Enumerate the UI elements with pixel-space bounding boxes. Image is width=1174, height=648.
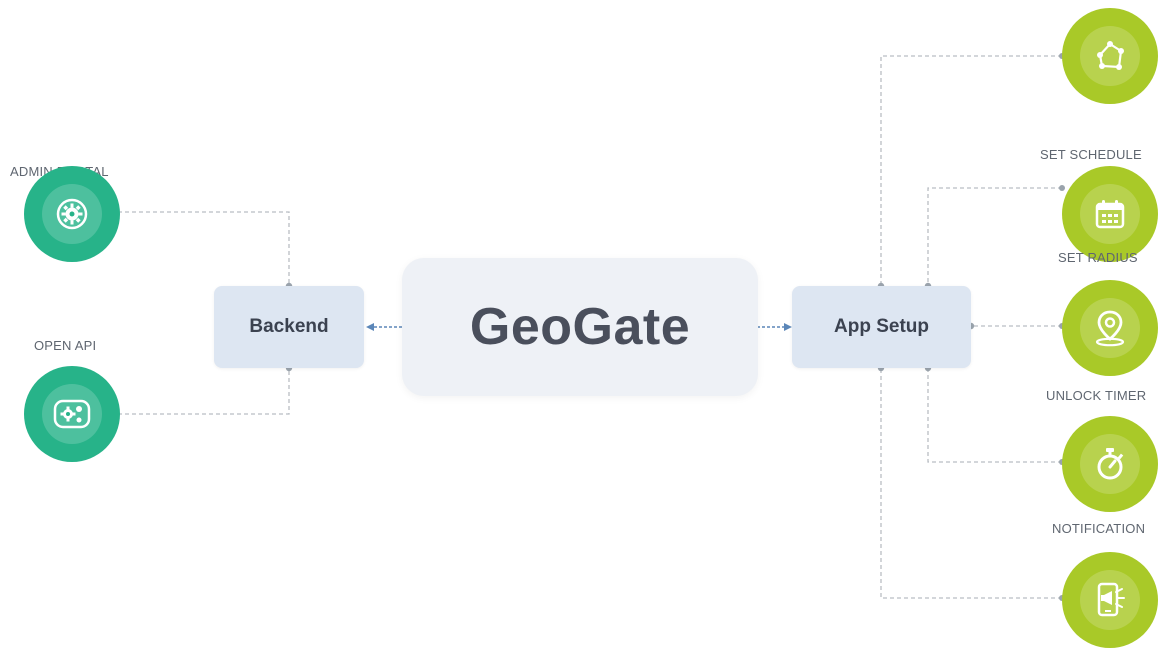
notification-label: NOTIFICATION	[1052, 521, 1146, 536]
set-schedule-label: SET SCHEDULE	[1040, 147, 1142, 162]
set-radius-label: SET RADIUS	[1058, 250, 1138, 265]
connector-admin-portal	[118, 211, 290, 286]
unlock-timer-node	[1062, 280, 1158, 376]
unlock-timer-label: UNLOCK TIMER	[1046, 388, 1147, 403]
admin-portal-node	[24, 166, 120, 262]
polygon-nodes-icon	[1097, 41, 1124, 70]
connector-set-radius	[927, 187, 1062, 286]
connector-set-schedule	[880, 55, 1062, 286]
notification-phone-node	[1062, 552, 1158, 648]
set-radius-node	[1062, 166, 1158, 262]
map-pin-icon	[1095, 310, 1125, 347]
connector-bottom-node	[880, 368, 1062, 599]
phone-megaphone-icon	[1097, 582, 1125, 617]
open-api-label: OPEN API	[34, 338, 97, 353]
connector-open-api	[118, 368, 290, 415]
gear-wrench-icon	[56, 198, 88, 230]
backend-label: Backend	[249, 316, 329, 337]
open-api-node	[24, 366, 120, 462]
geogate-title: GeoGate	[469, 298, 691, 356]
gears-icon	[53, 399, 91, 429]
notification-node	[1062, 416, 1158, 512]
connector-notification	[927, 368, 1062, 463]
app-setup-label: App Setup	[834, 316, 929, 337]
backend-box: Backend	[214, 286, 364, 368]
calendar-icon	[1095, 200, 1125, 229]
app-setup-box: App Setup	[792, 286, 971, 368]
stopwatch-icon	[1097, 448, 1124, 480]
geogate-center-box: GeoGate	[402, 258, 758, 396]
set-schedule-node	[1062, 8, 1158, 104]
